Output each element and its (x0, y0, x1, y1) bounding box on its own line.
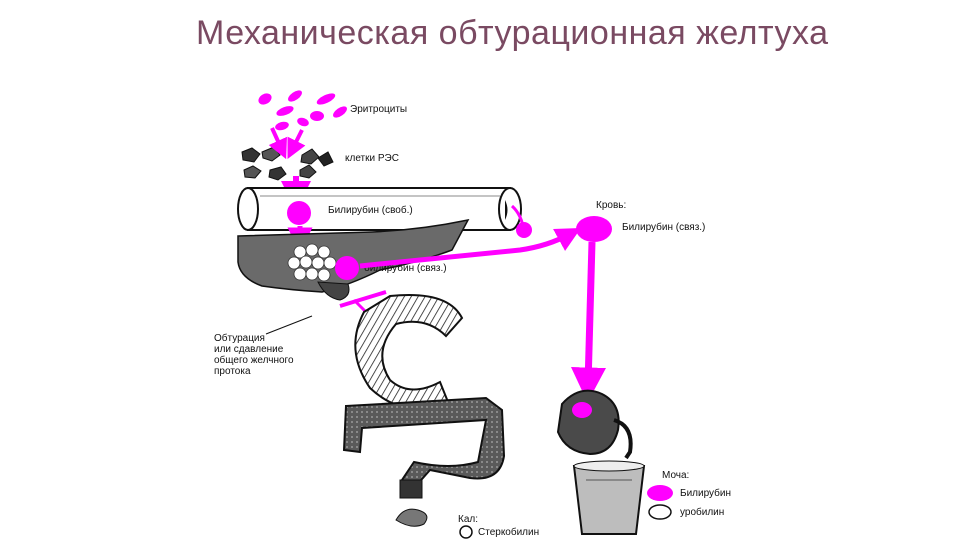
label-bilirubin-free: Билирубин (своб.) (328, 204, 413, 216)
erythrocyte (316, 93, 336, 105)
label-obturation-1: Обтурация (214, 332, 265, 344)
label-obturation-4: протока (214, 366, 251, 377)
liver-lobules (287, 243, 337, 282)
label-obturation-2: или сдавление (214, 344, 284, 355)
arrow-blood-kidney (570, 241, 606, 403)
erythrocyte (297, 117, 309, 127)
obturation-pointer (265, 315, 313, 335)
label-blood: Кровь: (596, 200, 626, 211)
bilirubin-free-dot (287, 201, 311, 225)
arrow-liver-blood (359, 228, 581, 269)
label-erythrocytes: Эритроциты (350, 104, 407, 115)
slide-title: Механическая обтурационная желтуха (196, 14, 829, 52)
feces-icon (395, 508, 428, 527)
erythrocyte (333, 106, 347, 118)
label-bilirubin-blood: Билирубин (связ.) (622, 221, 705, 233)
erythrocytes-group (258, 90, 347, 131)
stercobilin-icon (459, 525, 473, 539)
duodenum (354, 293, 464, 410)
erythrocyte (276, 106, 294, 116)
erythrocyte (258, 93, 272, 105)
urine-urobilin-icon (648, 504, 672, 520)
label-stercobilin: Стеркобилин (478, 526, 539, 538)
obturation-block (339, 290, 387, 308)
arrow-ery-res-1 (268, 127, 287, 160)
label-obturation-3: общего желчного (214, 354, 294, 366)
urine-glass (572, 460, 646, 535)
label-urine-bilirubin: Билирубин (680, 487, 731, 499)
label-urine: Моча: (662, 470, 689, 481)
bladder (556, 389, 633, 460)
intestine (342, 396, 506, 490)
erythrocyte (275, 121, 289, 131)
bilirubin-bound-liver-dot (335, 256, 359, 280)
erythrocyte (310, 111, 324, 121)
urine-bilirubin-icon (647, 485, 673, 501)
label-res-cells: клетки РЭС (345, 153, 399, 164)
liver (237, 218, 470, 301)
res-cells-group (241, 146, 334, 181)
bilirubin-blood-dot (576, 216, 612, 242)
label-urine-urobilin: уробилин (680, 506, 724, 518)
erythrocyte (288, 90, 302, 102)
outlet-dot (516, 222, 532, 238)
arrow-ery-res-2 (287, 129, 306, 159)
label-feces: Кал: (458, 514, 478, 525)
rectum (399, 479, 423, 499)
